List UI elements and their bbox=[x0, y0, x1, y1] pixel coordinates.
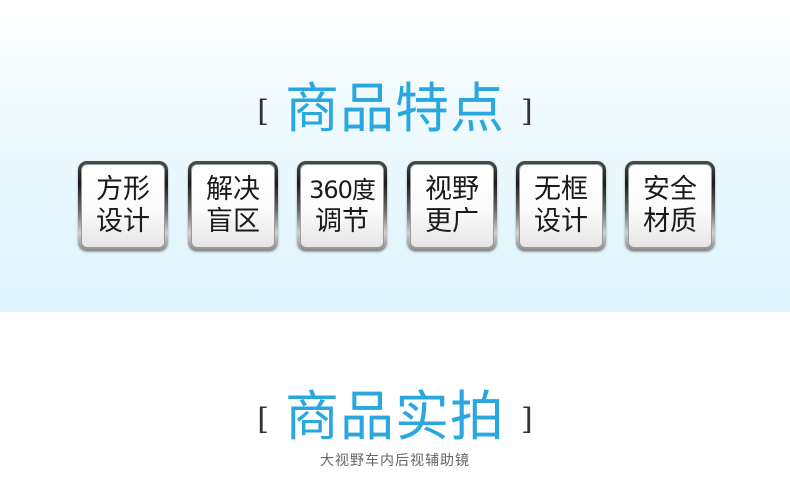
feature-tile-frameless: 无框 设计 bbox=[516, 161, 606, 251]
feature-label-line2: 更广 bbox=[425, 206, 479, 237]
feature-tile-face: 视野 更广 bbox=[410, 164, 494, 248]
feature-tile-square-design: 方形 设计 bbox=[78, 161, 168, 251]
feature-label-line2: 调节 bbox=[315, 206, 369, 237]
features-title: 商品特点 bbox=[285, 77, 505, 140]
feature-tile-face: 无框 设计 bbox=[519, 164, 603, 248]
feature-tile-face: 360度 调节 bbox=[300, 164, 384, 248]
feature-label-line1: 无框 bbox=[534, 174, 588, 205]
right-bracket: ] bbox=[521, 402, 533, 437]
feature-label-line1: 方形 bbox=[96, 174, 150, 205]
left-bracket: [ bbox=[257, 94, 269, 129]
feature-tile-blind-spot: 解决 盲区 bbox=[188, 161, 278, 251]
feature-label-line2: 盲区 bbox=[206, 206, 260, 237]
feature-tile-face: 方形 设计 bbox=[81, 164, 165, 248]
feature-label-line2: 设计 bbox=[96, 206, 150, 237]
feature-tile-360-adjust: 360度 调节 bbox=[297, 161, 387, 251]
feature-tile-wider-view: 视野 更广 bbox=[407, 161, 497, 251]
feature-label-line2: 材质 bbox=[643, 206, 697, 237]
features-panel bbox=[0, 0, 790, 312]
features-heading: [ 商品特点 ] bbox=[0, 74, 790, 144]
feature-label-line2: 设计 bbox=[534, 206, 588, 237]
feature-tile-face: 解决 盲区 bbox=[191, 164, 275, 248]
feature-tile-face: 安全 材质 bbox=[628, 164, 712, 248]
feature-tile-safe-material: 安全 材质 bbox=[625, 161, 715, 251]
feature-label-line1: 360度 bbox=[309, 176, 376, 204]
right-bracket: ] bbox=[521, 94, 533, 129]
feature-tiles: 方形 设计 解决 盲区 360度 调节 视野 更广 无框 设计 安全 材质 bbox=[78, 161, 718, 253]
feature-label-line1: 解决 bbox=[206, 174, 260, 205]
feature-label-line1: 安全 bbox=[643, 174, 697, 205]
left-bracket: [ bbox=[257, 402, 269, 437]
photos-heading: [ 商品实拍 ] bbox=[0, 382, 790, 452]
photos-title: 商品实拍 bbox=[285, 385, 505, 448]
photos-subtitle: 大视野车内后视辅助镜 bbox=[320, 453, 470, 469]
feature-label-line1: 视野 bbox=[425, 174, 479, 205]
